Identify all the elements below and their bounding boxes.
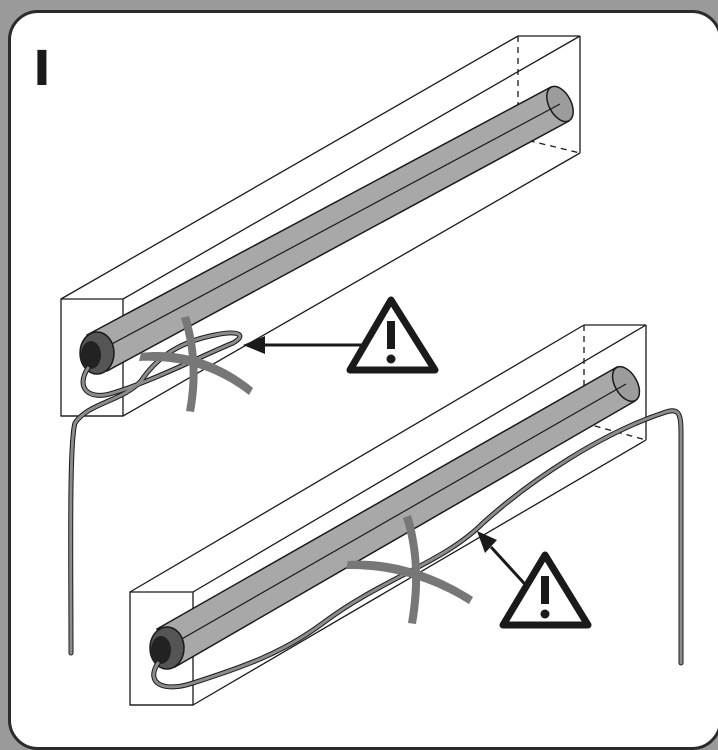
instruction-panel: I (8, 10, 718, 750)
step-label: I (33, 41, 51, 97)
top-warning-triangle-icon (346, 296, 439, 374)
top-assembly (60, 35, 581, 656)
top-roller-tube (79, 85, 574, 375)
installation-illustration (60, 35, 684, 706)
bottom-cross-out-mark-icon (346, 515, 473, 624)
bottom-roller-tube (149, 365, 641, 670)
bottom-warning-triangle-icon (499, 551, 592, 629)
bottom-assembly (129, 324, 684, 706)
top-housing-box (60, 35, 581, 417)
top-cross-out-mark-icon (139, 316, 253, 412)
top-arrow (243, 336, 365, 354)
